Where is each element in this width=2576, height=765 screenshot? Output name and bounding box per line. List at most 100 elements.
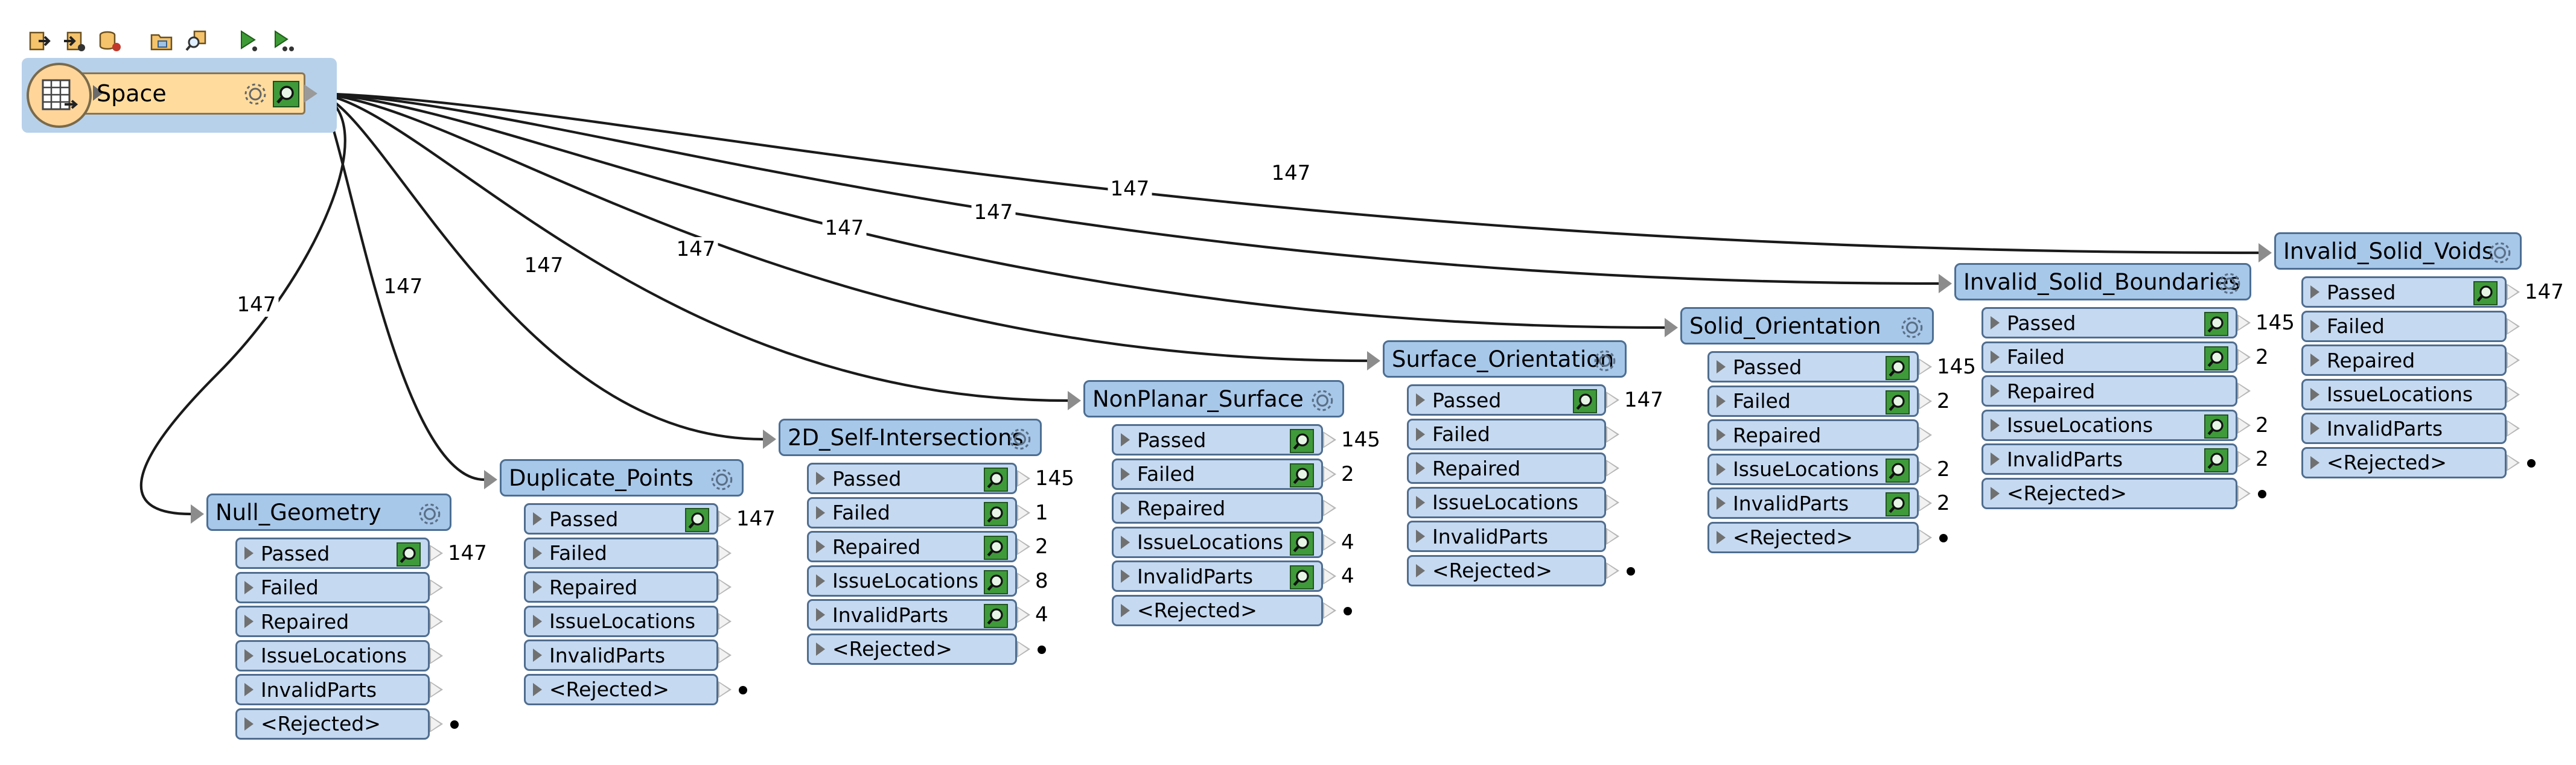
input-port[interactable] [191,504,204,524]
output-connector[interactable] [430,681,443,698]
output-port-issue-locations[interactable]: IssueLocations [235,640,430,671]
output-port-rejected[interactable]: <Rejected> [1981,477,2237,509]
inspect-icon[interactable] [397,542,421,571]
output-port-issue-locations[interactable]: IssueLocations [1112,526,1323,558]
output-connector[interactable] [1017,606,1030,623]
output-port-repaired[interactable]: Repaired [2301,344,2507,376]
inspect-icon[interactable] [1886,458,1910,487]
output-connector[interactable] [2507,317,2520,335]
inspect-icon[interactable] [1290,565,1314,594]
gear-icon[interactable] [2217,271,2242,302]
inspect-icon[interactable] [984,570,1008,599]
output-port-invalid-parts[interactable]: InvalidParts [1707,487,1919,519]
inspect-icon[interactable] [1290,463,1314,492]
input-port[interactable] [1939,274,1952,293]
output-port-failed[interactable]: Failed [235,571,430,603]
inspect-icon[interactable] [984,536,1008,565]
output-port-passed[interactable]: Passed [807,463,1017,494]
input-port[interactable] [763,430,776,449]
inspect-icon[interactable] [1886,390,1910,419]
output-connector[interactable] [2507,454,2520,471]
gear-icon[interactable] [1899,315,1925,346]
transformer-header[interactable]: Surface_Orientation [1383,340,1627,378]
inspect-icon[interactable] [2204,448,2228,477]
inspect-icon[interactable] [1886,492,1910,521]
output-connector[interactable] [2237,484,2251,502]
output-port-rejected[interactable]: <Rejected> [1112,594,1323,626]
output-port-repaired[interactable]: Repaired [1112,492,1323,524]
output-connector[interactable] [1919,495,1932,512]
output-port-invalid-parts[interactable]: InvalidParts [235,674,430,705]
output-port-passed[interactable]: Passed [1981,307,2237,338]
output-port-issue-locations[interactable]: IssueLocations [1407,486,1606,518]
inspect-icon[interactable] [984,604,1008,633]
output-connector[interactable] [430,715,443,732]
output-port-passed[interactable]: Passed [235,538,430,569]
output-connector[interactable] [718,612,732,630]
inspect-icon[interactable] [685,508,709,537]
output-port-invalid-parts[interactable]: InvalidParts [1981,443,2237,475]
output-connector[interactable] [2507,284,2520,300]
input-port[interactable] [2259,243,2272,262]
output-port-failed[interactable]: Failed [1407,418,1606,450]
inspect-icon[interactable] [2204,346,2228,375]
output-port-passed[interactable]: Passed [1112,424,1323,456]
output-connector[interactable] [430,647,443,664]
open-folder-icon[interactable] [147,27,176,56]
output-connector[interactable] [1323,533,1336,551]
output-connector[interactable] [1017,572,1030,589]
output-port-rejected[interactable]: <Rejected> [524,673,718,705]
output-connector[interactable] [430,579,443,596]
output-connector[interactable] [1919,529,1932,546]
output-connector[interactable] [1606,562,1619,579]
transformer-header[interactable]: Duplicate_Points [500,459,744,497]
output-port-rejected[interactable]: <Rejected> [2301,446,2507,478]
output-connector[interactable] [1017,470,1030,487]
inspect-icon[interactable] [273,81,299,110]
output-port-invalid-parts[interactable]: InvalidParts [2301,413,2507,444]
output-port-failed[interactable]: Failed [1112,458,1323,492]
run-step-icon[interactable] [269,27,298,56]
output-port-rejected[interactable]: <Rejected> [1707,521,1919,553]
output-connector[interactable] [718,544,732,562]
output-port-invalid-parts[interactable]: InvalidParts [807,599,1017,630]
output-connector[interactable] [1919,460,1932,478]
inspect-icon[interactable] [984,468,1008,497]
output-connector[interactable] [430,613,443,630]
output-connector[interactable] [1017,538,1030,555]
export-icon[interactable] [25,27,54,56]
output-connector[interactable] [1017,640,1030,658]
output-connector[interactable] [2237,382,2251,399]
inspect-icon[interactable] [2204,312,2228,341]
gear-icon[interactable] [1310,388,1335,419]
output-connector[interactable] [1323,602,1336,619]
output-port-rejected[interactable]: <Rejected> [1407,554,1606,586]
output-port-issue-locations[interactable]: IssueLocations [2301,378,2507,410]
output-connector[interactable] [1323,568,1336,585]
output-port-invalid-parts[interactable]: InvalidParts [1112,560,1323,592]
output-connector[interactable] [718,647,732,664]
gear-icon[interactable] [709,467,735,498]
gear-icon[interactable] [1592,348,1618,379]
output-port-passed[interactable]: Passed [2301,276,2507,308]
output-connector[interactable] [2237,314,2251,331]
output-port-repaired[interactable]: Repaired [1707,419,1919,451]
output-connector[interactable] [2507,352,2520,369]
output-port-failed[interactable]: Failed [2301,310,2507,342]
transformer-header[interactable]: NonPlanar_Surface [1083,380,1344,417]
output-port-repaired[interactable]: Repaired [1407,452,1606,484]
output-connector[interactable] [430,545,443,562]
output-connector[interactable] [1919,392,1932,410]
output-connector[interactable] [1919,358,1932,375]
output-connector[interactable] [1606,494,1619,511]
output-port-rejected[interactable]: <Rejected> [235,708,430,740]
output-connector[interactable] [2237,416,2251,434]
output-port-repaired[interactable]: Repaired [1981,375,2237,407]
input-port[interactable] [1068,391,1081,410]
gear-icon[interactable] [243,82,267,109]
output-port-passed[interactable]: Passed [524,503,718,535]
output-connector[interactable] [718,681,732,698]
output-connector[interactable] [1017,504,1030,521]
output-connector[interactable] [1606,392,1619,408]
gear-icon[interactable] [2487,240,2513,271]
